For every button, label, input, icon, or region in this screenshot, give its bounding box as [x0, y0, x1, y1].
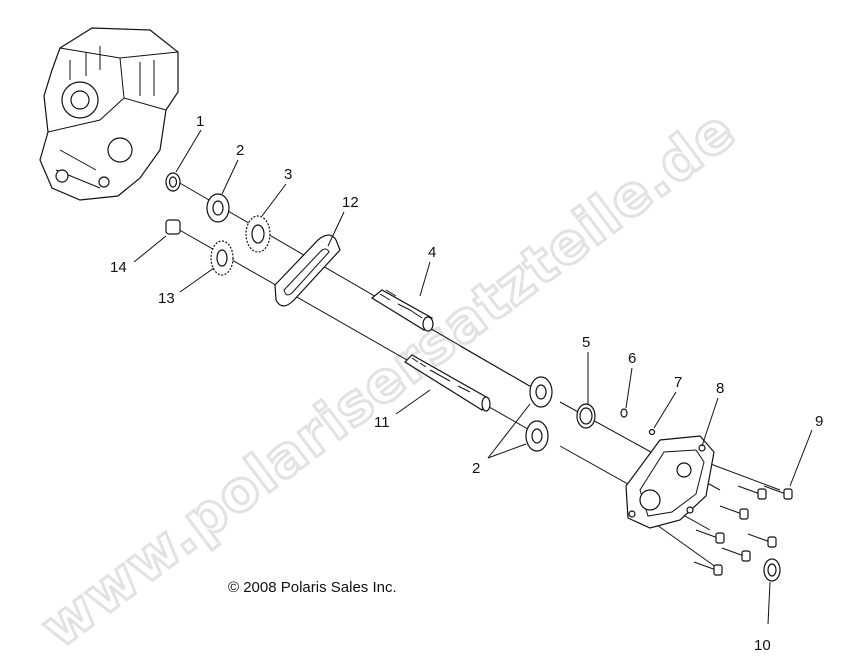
callout-13: 13	[158, 290, 175, 307]
callout-8: 8	[716, 380, 724, 397]
leader-lines	[133, 129, 813, 625]
part-9-bolts	[693, 485, 793, 576]
callout-5: 5	[582, 334, 590, 351]
part-11-shaft	[404, 354, 491, 412]
part-10-seal	[763, 558, 781, 582]
callout-11: 11	[374, 414, 390, 431]
watermark-text: www.polarisersatzteile.de	[29, 98, 747, 662]
part-4-shaft	[370, 289, 434, 332]
callout-12: 12	[342, 194, 359, 211]
part-1-washer	[165, 172, 181, 192]
callout-7: 7	[674, 374, 682, 391]
part-2-bearing-upper	[529, 376, 553, 408]
callout-14: 14	[110, 259, 127, 276]
callout-2: 2	[236, 142, 244, 159]
transmission-housing-illustration	[39, 27, 179, 201]
part-13-gear	[210, 240, 234, 276]
copyright-text: © 2008 Polaris Sales Inc.	[228, 579, 397, 596]
callout-1: 1	[196, 113, 204, 130]
part-2-bearing	[206, 193, 230, 223]
callout-6: 6	[628, 350, 636, 367]
callout-3: 3	[284, 166, 292, 183]
callout-4: 4	[428, 244, 436, 261]
callout-9: 9	[815, 413, 823, 430]
part-12-chain	[274, 234, 341, 307]
part-7-pin	[648, 428, 656, 436]
part-6-dowel	[620, 408, 628, 418]
callout-10: 10	[754, 637, 771, 654]
part-14-bushing	[165, 219, 181, 235]
part-5-o-ring	[576, 403, 596, 429]
part-3-gear	[245, 215, 271, 253]
part-2-bearing-lower	[525, 420, 549, 452]
callout-2-lower: 2	[472, 460, 480, 477]
part-8-cover	[625, 435, 715, 529]
